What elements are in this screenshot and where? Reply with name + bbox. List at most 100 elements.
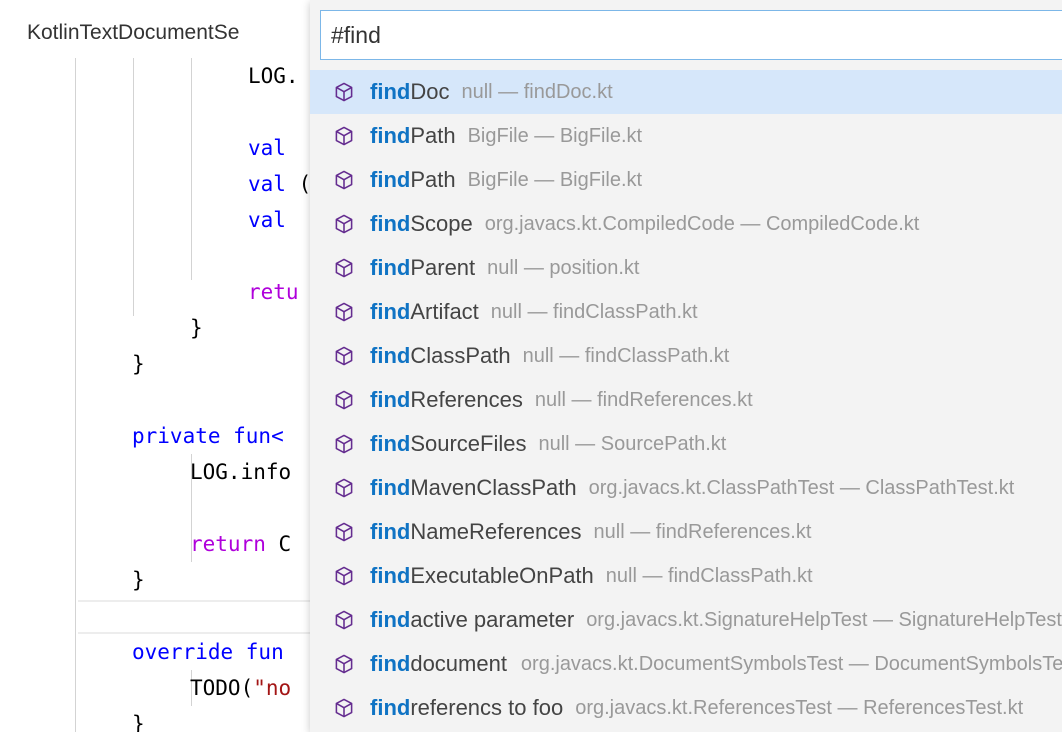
code-line: val [0, 202, 286, 238]
quick-open-item-match: find [370, 563, 411, 588]
code-token: "no [253, 676, 292, 700]
quick-open-item-name: Scope [410, 211, 473, 236]
quick-open-item-name: Artifact [410, 299, 479, 324]
code-token: LOG.info [190, 460, 292, 484]
code-token: C [278, 532, 292, 556]
quick-open-item-description: null — findReferences.kt [593, 520, 812, 543]
code-line: } [0, 346, 145, 382]
search-input[interactable] [320, 10, 1062, 60]
code-line [0, 490, 190, 526]
quick-open-item-name: References [410, 387, 523, 412]
quick-open-item-description: org.javacs.kt.CompiledCode — CompiledCod… [484, 212, 920, 235]
code-line: val ( [0, 166, 311, 202]
quick-open-item-match: find [370, 519, 411, 544]
quick-open-item-name: active parameter [410, 607, 575, 632]
quick-open-item-description: null — findClassPath.kt [490, 300, 698, 323]
code-line: } [0, 706, 145, 732]
quick-open-item-name: Path [410, 123, 456, 148]
quick-open-item-description: org.javacs.kt.SignatureHelpTest — Signat… [586, 608, 1062, 631]
code-line: return C [0, 526, 291, 562]
code-line: } [0, 310, 203, 346]
quick-open-item-name: MavenClassPath [410, 475, 577, 500]
code-token: } [132, 712, 145, 732]
code-line: TODO("no [0, 670, 291, 706]
symbol-method-icon [332, 124, 356, 148]
indent-guide [191, 454, 192, 562]
quick-open-item-label: find active parameter [370, 607, 574, 633]
quick-open-item-description: org.javacs.kt.ClassPathTest — ClassPathT… [588, 476, 1015, 499]
quick-open-item-name: SourceFiles [410, 431, 527, 456]
quick-open-item[interactable]: find active parameter org.javacs.kt.Signa… [310, 598, 1062, 642]
quick-open-item-name: ClassPath [410, 343, 511, 368]
quick-open-item-name: document symbols [410, 651, 509, 676]
symbol-method-icon [332, 80, 356, 104]
indent-guide [133, 58, 134, 316]
quick-open-item-description: null — findReferences.kt [534, 388, 753, 411]
quick-open-item-description: BigFile — BigFile.kt [467, 168, 643, 191]
quick-open-item-description: null — findClassPath.kt [605, 564, 813, 587]
code-token: override fun [132, 640, 284, 664]
code-line: retu [0, 274, 299, 310]
quick-open-item-description: null — position.kt [487, 256, 640, 279]
quick-open-item-match: find [370, 211, 411, 236]
quick-open-item-match: find [370, 343, 411, 368]
symbol-method-icon [332, 564, 356, 588]
symbol-method-icon [332, 212, 356, 236]
quick-open-item-match: find [370, 79, 411, 104]
code-line [0, 382, 132, 418]
code-token: retu [248, 280, 299, 304]
code-line [0, 238, 248, 274]
code-line: override fun [0, 634, 284, 670]
quick-open-item-match: find [370, 167, 411, 192]
code-token: LOG. [248, 64, 299, 88]
code-token: val [248, 208, 286, 232]
code-token: private fun< [132, 424, 284, 448]
symbol-method-icon [332, 520, 356, 544]
symbol-method-icon [332, 608, 356, 632]
editor-gutter [0, 58, 72, 732]
code-token: val [248, 172, 299, 196]
code-token: } [132, 568, 145, 592]
quick-open-item-match: find [370, 695, 411, 720]
quick-open-item-name: Path [410, 167, 456, 192]
indent-guide [75, 58, 76, 732]
quick-open-item-description: BigFile — BigFile.kt [467, 124, 643, 147]
symbol-method-icon [332, 388, 356, 412]
symbol-method-icon [332, 652, 356, 676]
code-line [0, 94, 248, 130]
symbol-method-icon [332, 432, 356, 456]
quick-open-item-description: null — findClassPath.kt [522, 344, 730, 367]
quick-open-item-match: find [370, 475, 411, 500]
code-line: val [0, 130, 286, 166]
indent-guide [191, 670, 192, 706]
quick-open-item-match: find [370, 651, 411, 676]
code-line: LOG.info [0, 454, 291, 490]
quick-open-item-description: null — findDoc.kt [461, 80, 613, 103]
code-token: val [248, 136, 286, 160]
symbol-method-icon [332, 256, 356, 280]
quick-open-item[interactable]: find document symbolsorg.javacs.kt.Docum… [310, 642, 1062, 686]
code-token: } [190, 316, 203, 340]
quick-open-item-match: find [370, 607, 411, 632]
